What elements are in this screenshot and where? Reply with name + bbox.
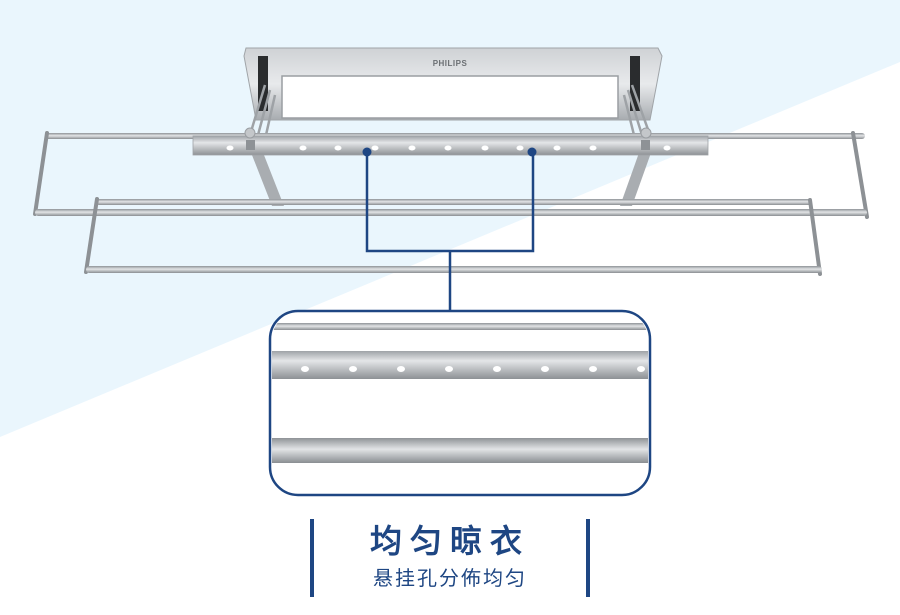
lifting-arms	[248, 84, 652, 136]
callout-dot-right	[527, 147, 537, 157]
feature-caption: 均匀晾衣 悬挂孔分佈均匀	[305, 517, 595, 597]
feature-subtitle: 悬挂孔分佈均匀	[373, 566, 527, 590]
caption-divider-left	[310, 519, 314, 597]
ceiling-housing	[243, 47, 663, 121]
caption-divider-right	[586, 519, 590, 597]
brand-logo: PHILIPS	[432, 59, 468, 68]
callout-dot-left	[362, 147, 372, 157]
inner-rod-frame	[84, 197, 822, 276]
main-crossbar	[192, 127, 709, 156]
feature-title: 均匀晾衣	[369, 522, 530, 560]
support-legs	[250, 150, 652, 206]
callout-connector	[365, 152, 535, 311]
detail-zoom-box	[268, 309, 652, 497]
